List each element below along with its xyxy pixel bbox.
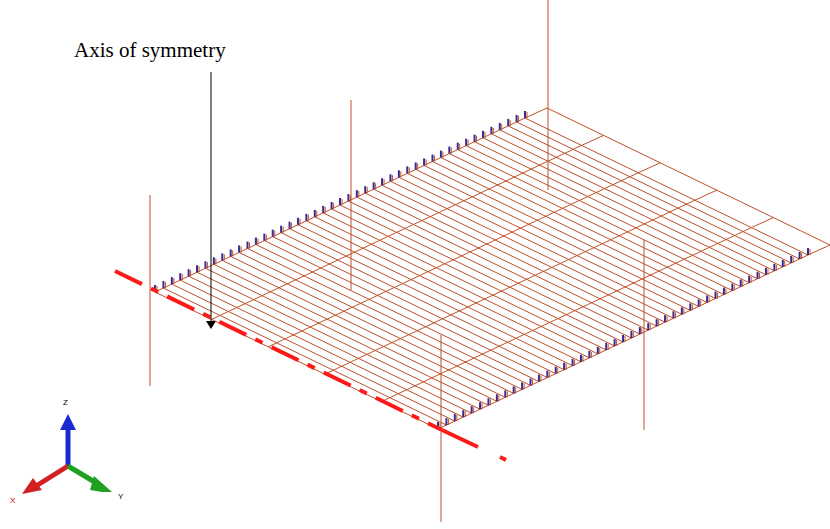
plate-mesh <box>155 108 830 429</box>
axis-label: X <box>10 496 15 505</box>
support-lines <box>150 0 644 522</box>
leader-arrow <box>211 72 212 328</box>
axis-label: Y <box>118 492 123 501</box>
axis-label: Z <box>63 398 68 407</box>
symmetry-axis <box>115 271 506 460</box>
axis-triad <box>22 414 112 494</box>
callout-label: Axis of symmetry <box>74 38 226 63</box>
